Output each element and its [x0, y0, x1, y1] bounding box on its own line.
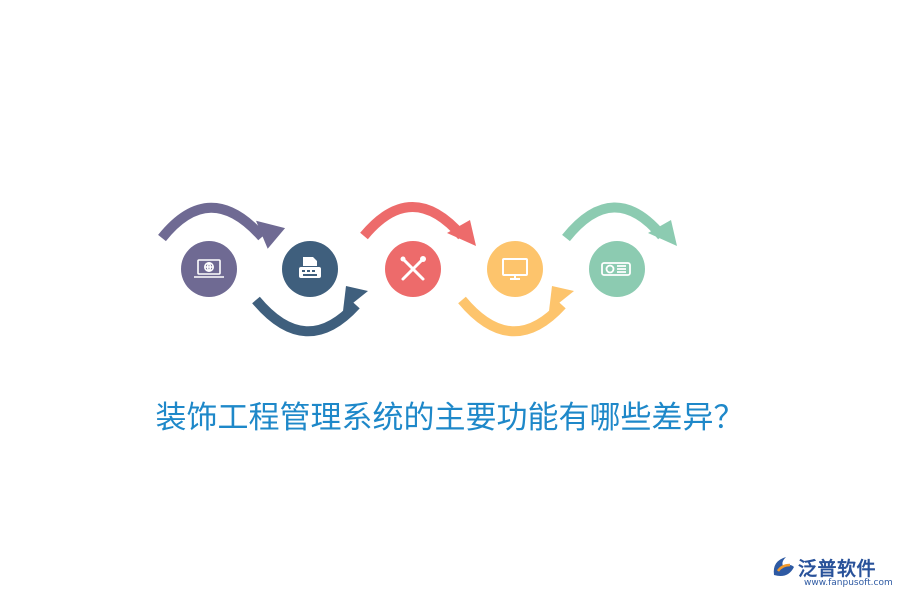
arc-5: [562, 202, 677, 246]
brand-watermark: 泛普软件 www.fanpusoft.com: [770, 553, 895, 593]
step-circle-1: [181, 241, 237, 297]
brand-logo-icon: [773, 557, 794, 576]
arc-2: [252, 286, 368, 337]
arc-1: [158, 202, 286, 249]
typewriter-icon: [299, 257, 321, 278]
arc-4: [458, 286, 574, 337]
step-circle-5: [589, 241, 645, 297]
brand-url: www.fanpusoft.com: [804, 578, 893, 588]
monitor-icon: [502, 258, 528, 280]
step-circle-3: [385, 241, 441, 297]
arc-3: [360, 202, 476, 246]
laptop-globe-icon: [194, 259, 224, 278]
tools-icon: [400, 256, 426, 281]
step-circle-2: [282, 241, 338, 297]
page-title: 装饰工程管理系统的主要功能有哪些差异？: [155, 400, 745, 436]
step-circle-4: [487, 241, 543, 297]
projector-icon: [601, 262, 631, 276]
brand-name: 泛普软件: [798, 558, 877, 580]
